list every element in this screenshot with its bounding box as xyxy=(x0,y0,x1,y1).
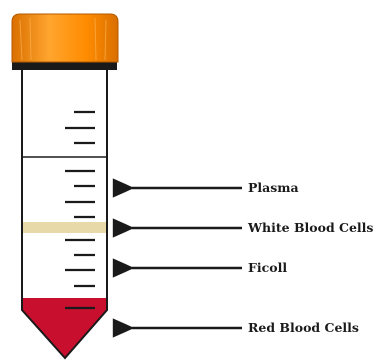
label-white-blood-cells: White Blood Cells xyxy=(247,220,373,235)
tube-cap-icon xyxy=(12,14,118,70)
label-ficoll: Ficoll xyxy=(248,260,287,275)
white-blood-cells-band xyxy=(22,222,107,233)
label-red-blood-cells: Red Blood Cells xyxy=(248,320,359,335)
graduation-marks-icon xyxy=(65,112,95,308)
arrows xyxy=(132,188,242,328)
label-plasma: Plasma xyxy=(248,180,299,195)
